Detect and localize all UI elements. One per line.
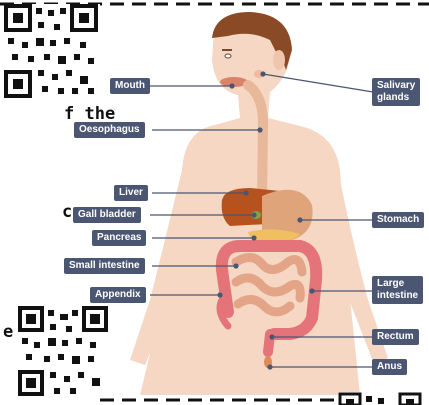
label-rectum: Rectum — [372, 329, 419, 345]
label-pancreas: Pancreas — [92, 230, 146, 246]
label-oesophagus: Oesophagus — [74, 122, 145, 138]
label-appendix: Appendix — [90, 287, 146, 303]
qr-code-bottom-right-partial — [338, 392, 429, 405]
label-large-intestine: Large intestine — [372, 276, 423, 304]
side-text-line-1: f the — [64, 104, 115, 124]
label-small-intestine: Small intestine — [64, 258, 145, 274]
label-mouth: Mouth — [110, 78, 150, 94]
label-salivary-glands: Salivary glands — [372, 78, 420, 106]
label-stomach: Stomach — [372, 212, 424, 228]
label-gall-bladder: Gall bladder — [73, 207, 141, 223]
qr-code-bottom-left — [18, 305, 108, 397]
side-text-line-3: e — [3, 322, 13, 342]
label-liver: Liver — [114, 185, 148, 201]
label-anus: Anus — [372, 359, 407, 375]
qr-code-top-left — [4, 4, 100, 100]
